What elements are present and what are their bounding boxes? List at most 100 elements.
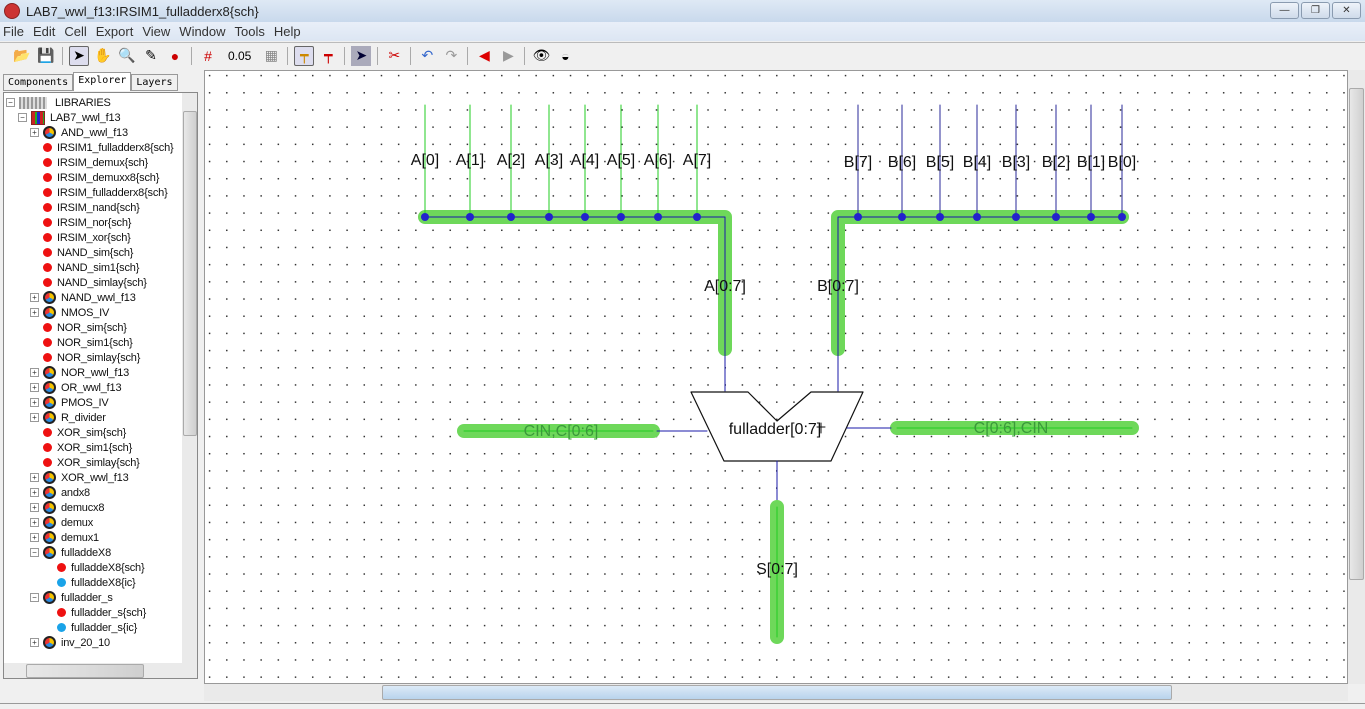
schematic-canvas[interactable]: A[0]A[1]A[2]A[3]A[4]A[5]A[6]A[7]A[0:7]B[… [204,70,1348,684]
save-icon[interactable]: 💾 [37,47,55,63]
tab-explorer[interactable]: Explorer [73,72,132,91]
tree-item-label: R_divider [61,411,106,424]
expand-icon[interactable]: + [30,638,39,647]
eye-icon[interactable]: 👁 [532,47,551,63]
redo-icon[interactable]: ↷ [445,47,458,63]
tree-item[interactable]: −LIBRARIES [4,95,182,110]
tree-item[interactable]: +AND_wwl_f13 [4,125,182,140]
tree-item[interactable]: NOR_sim{sch} [4,320,182,335]
tree-item[interactable]: IRSIM_nand{sch} [4,200,182,215]
tree-item[interactable]: IRSIM_nor{sch} [4,215,182,230]
restore-button[interactable]: ❐ [1301,2,1330,19]
expand-icon[interactable]: + [30,383,39,392]
menu-export[interactable]: Export [95,24,134,39]
zoom-icon[interactable]: 🔍 [118,47,136,63]
tree-item[interactable]: IRSIM_demuxx8{sch} [4,170,182,185]
tree-item[interactable]: −fulladder_s [4,590,182,605]
tree-item[interactable]: +demux [4,515,182,530]
tree-item-label: NOR_sim{sch} [57,321,127,334]
open-icon[interactable]: 📂 [13,47,31,63]
menu-help[interactable]: Help [273,24,301,39]
collapse-icon[interactable]: − [18,113,27,122]
menu-window[interactable]: Window [179,24,226,39]
expand-icon[interactable]: + [30,533,39,542]
tree-item[interactable]: NOR_sim1{sch} [4,335,182,350]
select-objects-icon[interactable]: ➤ [351,45,372,66]
tree-item[interactable]: −fulladdeX8 [4,545,182,560]
undo-icon[interactable]: ↶ [421,47,434,63]
canvas-vscroll-thumb[interactable] [1349,88,1364,580]
tree-item[interactable]: NAND_sim1{sch} [4,260,182,275]
collapse-icon[interactable]: − [6,98,15,107]
measure-icon[interactable]: ● [170,47,180,64]
expand-icon[interactable]: + [30,473,39,482]
expand-icon[interactable]: + [30,503,39,512]
tree-vertical-scrollbar[interactable] [182,93,197,663]
outline-edit-icon[interactable]: ✎ [145,47,157,63]
expand-icon[interactable]: + [30,128,39,137]
close-button[interactable]: ✕ [1332,2,1361,19]
tree-item[interactable]: fulladdeX8{sch} [4,560,182,575]
tree-item[interactable]: NAND_simlay{sch} [4,275,182,290]
expand-icon[interactable]: + [30,398,39,407]
tree-item[interactable]: + R_divider [4,410,182,425]
expand-icon[interactable]: + [30,293,39,302]
tree-item[interactable]: XOR_sim1{sch} [4,440,182,455]
tree-item[interactable]: NOR_simlay{sch} [4,350,182,365]
pan-hand-icon[interactable]: ✋ [94,47,112,63]
tree-item[interactable]: fulladder_s{ic} [4,620,182,635]
grid-small-icon[interactable]: ▦ [264,47,278,63]
arc-red-icon[interactable]: ┯ [324,47,333,63]
expand-icon[interactable]: + [30,518,39,527]
eye-closed-icon[interactable]: ◒ [561,47,570,64]
tree-horizontal-scrollbar[interactable] [4,663,197,678]
forward-arrow-icon[interactable]: ▶ [502,47,514,63]
back-arrow-icon[interactable]: ◀ [478,47,490,63]
tree-item-label: IRSIM_nand{sch} [57,201,140,214]
canvas-horizontal-scrollbar[interactable] [204,684,1348,701]
canvas-hscroll-thumb[interactable] [382,685,1172,700]
tab-components[interactable]: Components [3,74,74,91]
tree-scroll-thumb[interactable] [183,111,197,436]
select-tool-icon[interactable]: ➤ [69,45,89,66]
tree-item[interactable]: XOR_sim{sch} [4,425,182,440]
tree-item[interactable]: +NMOS_IV [4,305,182,320]
menu-view[interactable]: View [142,24,171,39]
expand-icon[interactable]: + [30,308,39,317]
tree-hscroll-thumb[interactable] [26,664,144,678]
collapse-icon[interactable]: − [30,593,39,602]
tree-item[interactable]: XOR_simlay{sch} [4,455,182,470]
tree-item[interactable]: IRSIM_fulladderx8{sch} [4,185,182,200]
expand-icon[interactable]: + [30,368,39,377]
tree-item[interactable]: +inv_20_10 [4,635,182,650]
expand-icon[interactable]: + [30,488,39,497]
tools-icon[interactable]: ✂ [388,47,401,63]
tree-item[interactable]: IRSIM_demux{sch} [4,155,182,170]
grid-icon[interactable]: # [204,47,212,64]
cell-icon [43,636,56,649]
tree-item[interactable]: fulladder_s{sch} [4,605,182,620]
expand-icon[interactable]: + [30,413,39,422]
canvas-vertical-scrollbar[interactable] [1348,70,1365,684]
tree-item[interactable]: +NOR_wwl_f13 [4,365,182,380]
menu-cell[interactable]: Cell [64,24,87,39]
tree-item[interactable]: +PMOS_IV [4,395,182,410]
tree-item[interactable]: −LAB7_wwl_f13 [4,110,182,125]
tree-item[interactable]: +OR_wwl_f13 [4,380,182,395]
tab-layers[interactable]: Layers [131,74,178,91]
minimize-button[interactable]: — [1270,2,1299,19]
tree-item[interactable]: +NAND_wwl_f13 [4,290,182,305]
tree-item[interactable]: +demux1 [4,530,182,545]
menu-edit[interactable]: Edit [32,24,56,39]
tree-item[interactable]: +XOR_wwl_f13 [4,470,182,485]
menu-file[interactable]: File [3,24,24,39]
collapse-icon[interactable]: − [30,548,39,557]
arc-icon[interactable]: ┯ [294,45,315,66]
tree-item[interactable]: +andx8 [4,485,182,500]
tree-item[interactable]: IRSIM1_fulladderx8{sch} [4,140,182,155]
tree-item[interactable]: NAND_sim{sch} [4,245,182,260]
tree-item[interactable]: fulladdeX8{ic} [4,575,182,590]
menu-tools[interactable]: Tools [234,24,265,39]
tree-item[interactable]: IRSIM_xor{sch} [4,230,182,245]
tree-item[interactable]: +demucx8 [4,500,182,515]
